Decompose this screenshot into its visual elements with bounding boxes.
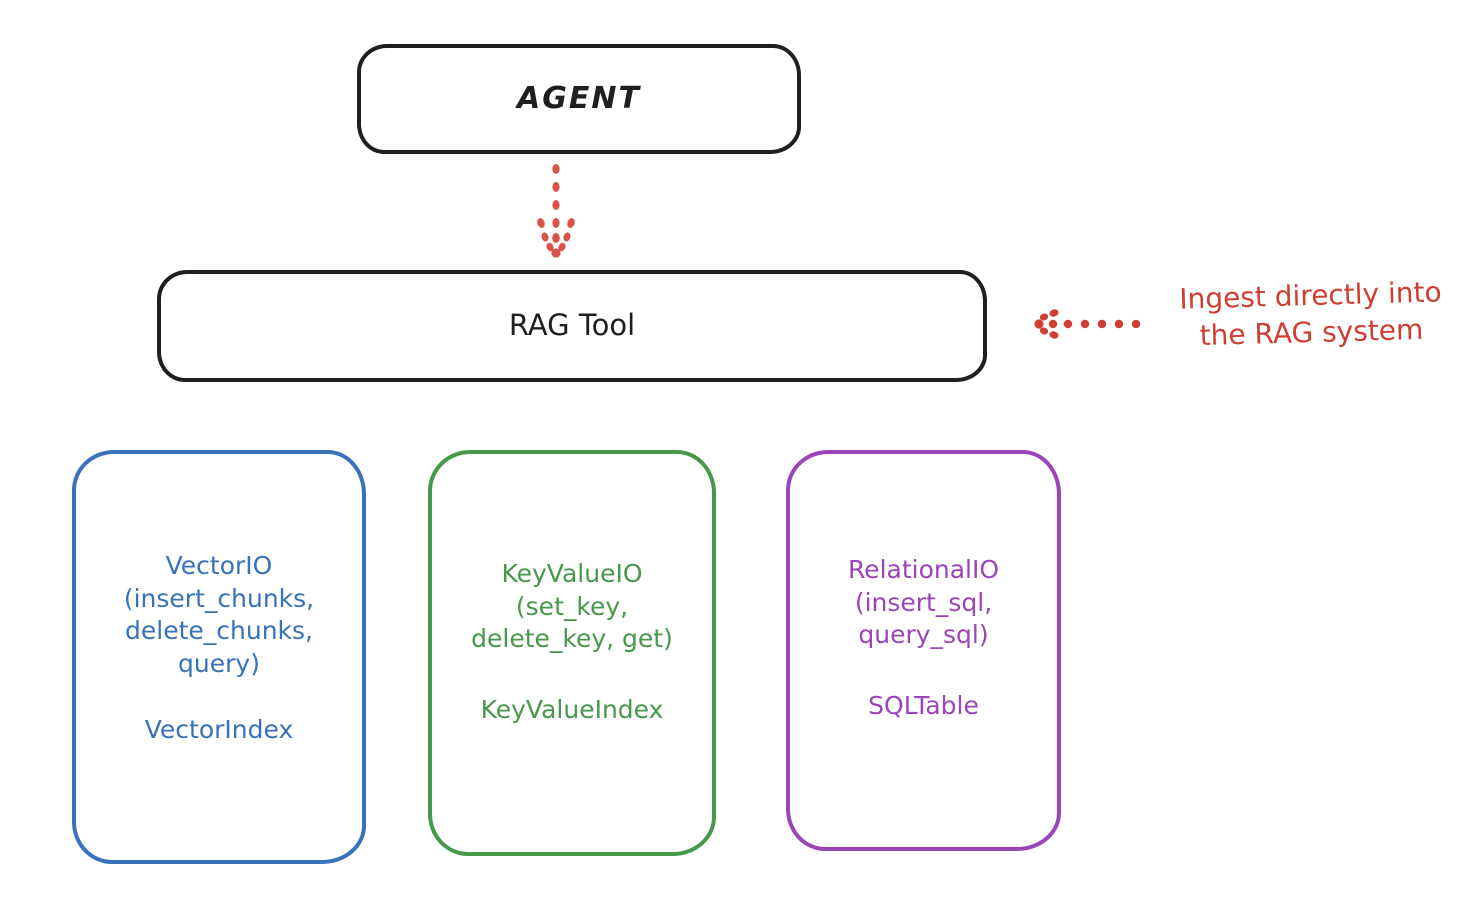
node-key-value-io-text: KeyValueIO (set_key, delete_key, get) Ke… <box>432 558 712 726</box>
node-key-value-io-index-label: KeyValueIndex <box>480 694 664 724</box>
node-rag-tool-label: RAG Tool <box>508 308 636 343</box>
node-agent[interactable]: AGENT <box>357 44 801 154</box>
node-agent-label: AGENT <box>517 80 641 116</box>
node-relational-io-main-label: RelationalIO (insert_sql, query_sql) <box>847 555 1000 649</box>
node-rag-tool[interactable]: RAG Tool <box>157 270 987 382</box>
annotation-ingest: Ingest directly into the RAG system <box>1178 275 1443 353</box>
node-vector-io-text: VectorIO (insert_chunks, delete_chunks, … <box>76 550 362 746</box>
node-relational-io-index-label: SQLTable <box>868 690 979 720</box>
node-relational-io[interactable]: RelationalIO (insert_sql, query_sql) SQL… <box>786 450 1061 851</box>
node-vector-io-index-label: VectorIndex <box>144 715 294 744</box>
node-key-value-io-main-label: KeyValueIO (set_key, delete_key, get) <box>471 559 673 653</box>
node-vector-io[interactable]: VectorIO (insert_chunks, delete_chunks, … <box>72 450 366 864</box>
node-key-value-io[interactable]: KeyValueIO (set_key, delete_key, get) Ke… <box>428 450 716 856</box>
node-relational-io-text: RelationalIO (insert_sql, query_sql) SQL… <box>790 554 1057 722</box>
node-vector-io-main-label: VectorIO (insert_chunks, delete_chunks, … <box>123 551 315 678</box>
arrow-left-dotted-icon <box>1034 309 1141 339</box>
arrow-down-dotted-icon <box>537 164 575 258</box>
